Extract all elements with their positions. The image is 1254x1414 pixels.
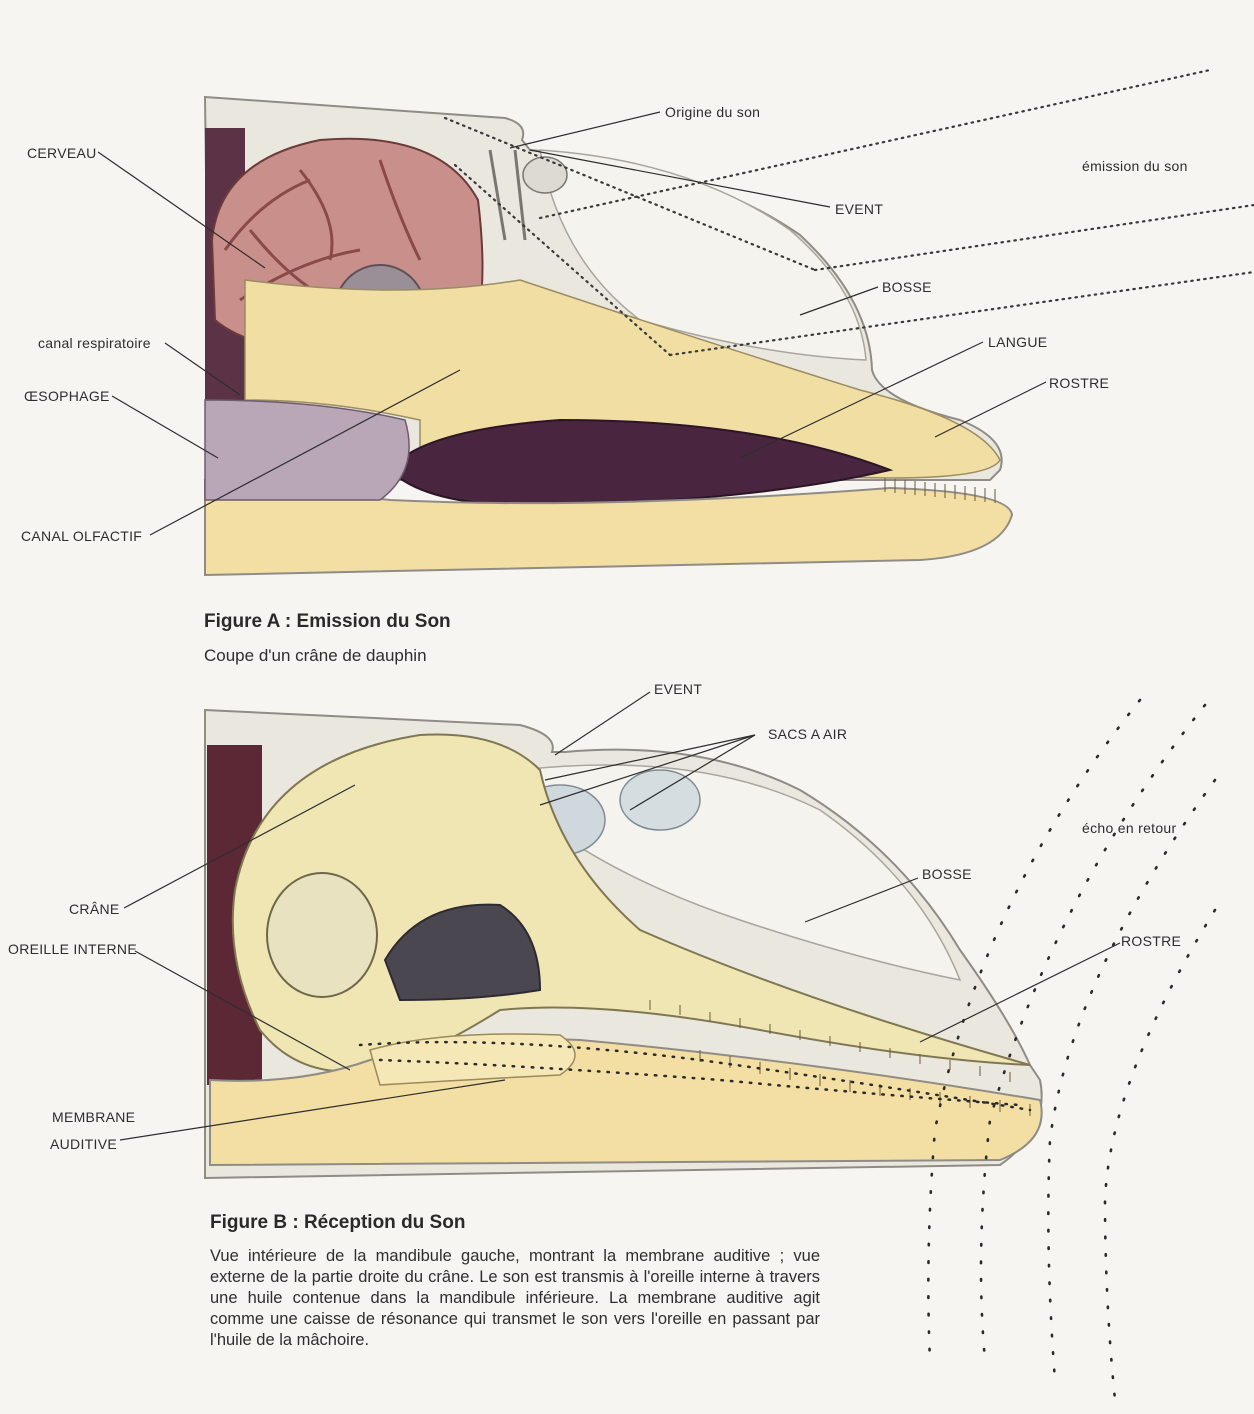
label-cerveau: CERVEAU xyxy=(27,145,97,161)
label-rostre-b: ROSTRE xyxy=(1121,933,1182,949)
label-crane: CRÂNE xyxy=(69,901,120,917)
air-sac-2 xyxy=(619,769,701,831)
leaders-b xyxy=(119,691,1121,1141)
membrane-b xyxy=(369,1033,576,1086)
label-langue: LANGUE xyxy=(988,334,1048,350)
label-rostre-a: ROSTRE xyxy=(1049,375,1110,391)
label-sacs-a-air: SACS A AIR xyxy=(768,726,848,742)
blowhole-a xyxy=(522,156,568,194)
label-bosse-a: BOSSE xyxy=(882,279,932,295)
esophagus-a xyxy=(204,399,410,501)
rostrum-a xyxy=(244,279,1001,479)
sound-path-b xyxy=(358,1040,1032,1112)
figure-a-subtitle: Coupe d'un crâne de dauphin xyxy=(204,646,427,665)
orbit-b xyxy=(266,872,378,998)
label-oreille-interne: OREILLE INTERNE xyxy=(8,941,137,957)
leaders-a xyxy=(97,111,1047,536)
figure-a-title: Figure A : Emission du Son xyxy=(204,611,451,632)
figure-b-title: Figure B : Réception du Son xyxy=(210,1212,466,1233)
label-emission-du-son: émission du son xyxy=(1082,158,1188,174)
label-echo-en-retour: écho en retour xyxy=(1082,820,1177,836)
label-event-a: EVENT xyxy=(835,201,884,217)
label-bosse-b: BOSSE xyxy=(922,866,972,882)
emission-lines-a xyxy=(443,68,1254,357)
melon-a xyxy=(539,149,867,361)
teeth-a xyxy=(884,478,996,503)
label-auditive: AUDITIVE xyxy=(50,1136,117,1152)
label-oesophage: ŒSOPHAGE xyxy=(24,388,110,404)
label-canal-olfactif: CANAL OLFACTIF xyxy=(21,528,143,544)
label-canal-respiratoire: canal respiratoire xyxy=(38,335,151,351)
lower-jaw-a xyxy=(204,478,1014,577)
label-origine-du-son: Origine du son xyxy=(665,104,761,120)
temporal-fossa-b xyxy=(383,903,542,1002)
label-event-b: EVENT xyxy=(654,681,703,697)
label-membrane: MEMBRANE xyxy=(52,1109,136,1125)
echo-arcs-b xyxy=(927,698,1217,1402)
figure-b-description: Vue intérieure de la mandibule gauche, m… xyxy=(210,1247,820,1349)
